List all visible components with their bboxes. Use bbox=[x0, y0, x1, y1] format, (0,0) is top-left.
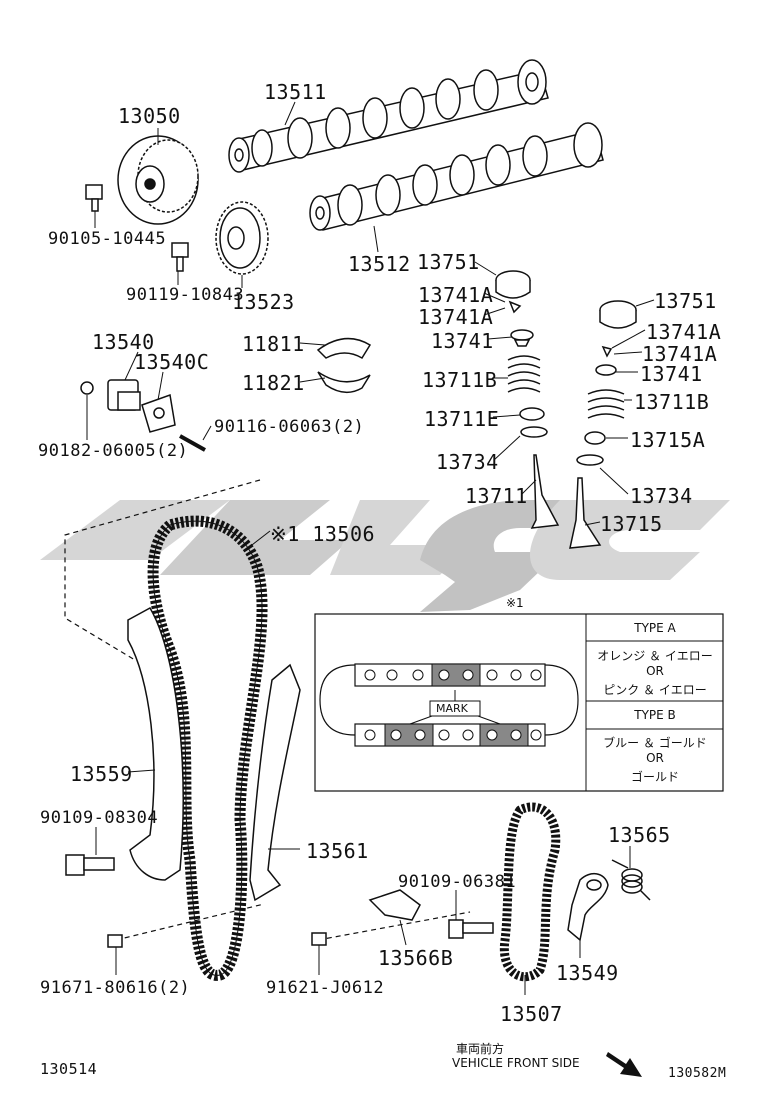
label-13711: 13711 bbox=[465, 484, 528, 508]
type-a-line1: オレンジ ＆ イエロー bbox=[597, 649, 713, 663]
sprocket-13523 bbox=[215, 201, 269, 275]
bearing-11821 bbox=[317, 371, 371, 394]
tensioner-arm-13549 bbox=[567, 873, 609, 942]
label-90182-06005: 90182-06005(2) bbox=[38, 441, 189, 461]
bolt-90109-08304 bbox=[65, 854, 115, 876]
label-13711e: 13711E bbox=[424, 407, 500, 431]
label-90116-06063: 90116-06063(2) bbox=[214, 417, 365, 437]
label-13540c: 13540C bbox=[134, 350, 210, 374]
label-13565: 13565 bbox=[608, 823, 671, 847]
diagram-ref-left: 130514 bbox=[40, 1060, 98, 1078]
label-13549: 13549 bbox=[556, 961, 619, 985]
label-13561: 13561 bbox=[306, 839, 369, 863]
vehicle-front-arrow-icon bbox=[606, 1052, 642, 1077]
label-13540: 13540 bbox=[92, 330, 155, 354]
label-11821: 11821 bbox=[242, 371, 305, 395]
chain-guide-13559 bbox=[127, 606, 184, 881]
label-13715: 13715 bbox=[600, 512, 663, 536]
label-13741a-right-1: 13741A bbox=[646, 320, 722, 344]
chain-mark-inset bbox=[314, 613, 724, 792]
label-13711b-left: 13711B bbox=[422, 368, 498, 392]
inset-ref-mark: ※1 bbox=[506, 596, 524, 610]
bolt-90109-06381 bbox=[448, 919, 494, 939]
type-a-or: OR bbox=[646, 664, 664, 678]
label-13751-right: 13751 bbox=[654, 289, 717, 313]
label-90119-10843: 90119-10843 bbox=[126, 285, 245, 305]
camshaft-13512 bbox=[309, 122, 604, 231]
label-13741a-right-2: 13741A bbox=[642, 342, 718, 366]
label-13506: ※1 13506 bbox=[270, 522, 376, 546]
valve-assembly-right bbox=[569, 300, 637, 549]
bearing-11811 bbox=[316, 337, 372, 360]
spring-13565 bbox=[611, 859, 651, 901]
label-13734-left: 13734 bbox=[436, 450, 499, 474]
label-90109-06381: 90109-06381 bbox=[398, 872, 517, 892]
watermark-logo bbox=[40, 500, 730, 612]
label-13741a-left-1: 13741A bbox=[418, 283, 494, 307]
diagram-ref-right: 130582M bbox=[668, 1066, 727, 1081]
label-13741a-left-2: 13741A bbox=[418, 305, 494, 329]
oil-pump-chain-13507 bbox=[499, 802, 561, 982]
label-11811: 11811 bbox=[242, 332, 305, 356]
leader-lines bbox=[86, 101, 655, 995]
label-13511: 13511 bbox=[264, 80, 327, 104]
type-b-header: TYPE B bbox=[634, 708, 676, 722]
inset-mark-label: MARK bbox=[436, 702, 468, 715]
type-b-line1: ブルー ＆ ゴールド bbox=[603, 736, 707, 750]
chain-slipper-13561 bbox=[249, 663, 301, 902]
chain-tensioner-13540 bbox=[80, 379, 206, 452]
timing-chain-13506 bbox=[147, 515, 268, 981]
label-13507: 13507 bbox=[500, 1002, 563, 1026]
label-91671-80616: 91671-80616(2) bbox=[40, 978, 191, 998]
label-13512: 13512 bbox=[348, 252, 411, 276]
bolt-91671 bbox=[107, 934, 123, 948]
front-label-en: VEHICLE FRONT SIDE bbox=[452, 1056, 580, 1070]
type-b-or: OR bbox=[646, 751, 664, 765]
label-13050: 13050 bbox=[118, 104, 181, 128]
type-a-header: TYPE A bbox=[634, 621, 676, 635]
damper-13566b bbox=[368, 889, 421, 921]
bolt-90105 bbox=[85, 184, 103, 212]
camshaft-13511 bbox=[228, 59, 549, 173]
valve-assembly-left bbox=[495, 270, 560, 529]
vvt-gear-13050 bbox=[117, 135, 199, 225]
label-13711b-right: 13711B bbox=[634, 390, 710, 414]
type-a-line2: ピンク ＆ イエロー bbox=[603, 683, 707, 697]
bolt-91621 bbox=[311, 932, 327, 946]
label-90109-08304: 90109-08304 bbox=[40, 808, 159, 828]
label-90105-10445: 90105-10445 bbox=[48, 229, 167, 249]
label-13734-right: 13734 bbox=[630, 484, 693, 508]
label-13559: 13559 bbox=[70, 762, 133, 786]
label-13715a: 13715A bbox=[630, 428, 706, 452]
label-13741-right: 13741 bbox=[640, 362, 703, 386]
label-13741-left: 13741 bbox=[431, 329, 494, 353]
label-13523: 13523 bbox=[232, 290, 295, 314]
label-13751-left: 13751 bbox=[417, 250, 480, 274]
label-91621-j0612: 91621-J0612 bbox=[266, 978, 385, 998]
label-13566b: 13566B bbox=[378, 946, 454, 970]
type-b-line2: ゴールド bbox=[630, 770, 679, 784]
bolt-90119 bbox=[171, 242, 189, 272]
front-label-jp: 車両前方 bbox=[456, 1042, 505, 1056]
